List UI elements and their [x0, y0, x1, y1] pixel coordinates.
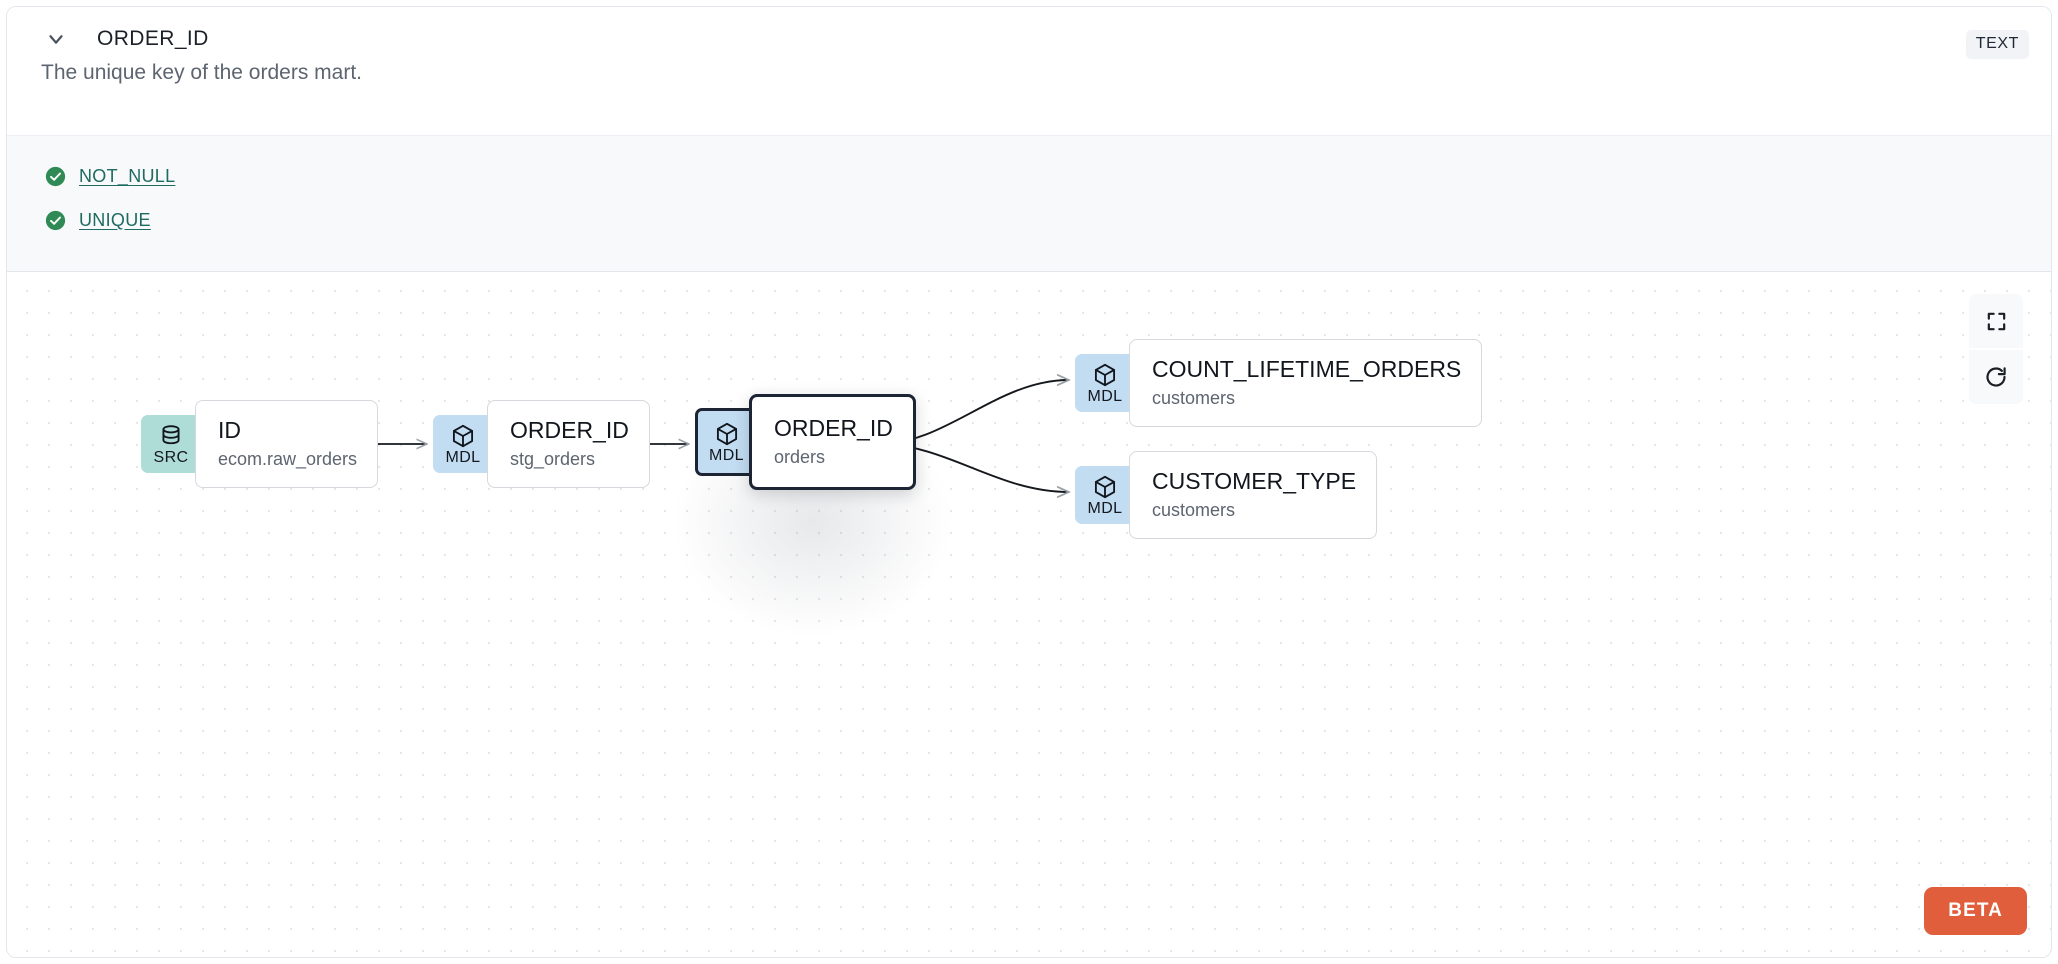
node-parent-name: stg_orders: [510, 449, 596, 470]
column-detail-card: ORDER_ID TEXT The unique key of the orde…: [6, 6, 2052, 958]
check-circle-icon: [45, 210, 66, 231]
fullscreen-icon: [1985, 310, 2008, 333]
node-column-name: ID: [218, 417, 241, 444]
cube-icon: [1092, 474, 1118, 500]
node-kind-label: MDL: [445, 448, 481, 466]
test-row: NOT_NULL: [7, 154, 2051, 198]
node-kind-label: MDL: [1087, 387, 1123, 405]
lineage-edges: [359, 272, 2051, 637]
node-kind-label: SRC: [153, 448, 189, 466]
cube-icon: [1092, 362, 1118, 388]
node-parent-name: ecom.raw_orders: [218, 449, 358, 470]
graph-controls: [1969, 294, 2023, 404]
beta-badge[interactable]: BETA: [1924, 887, 2027, 935]
fit-view-button[interactable]: [1969, 294, 2023, 348]
node-body[interactable]: ORDER_ID stg_orders: [487, 400, 650, 488]
node-body[interactable]: CUSTOMER_TYPE customers: [1129, 451, 1378, 539]
node-body[interactable]: COUNT_LIFETIME_ORDERS customers: [1129, 339, 1483, 427]
node-column-name: COUNT_LIFETIME_ORDERS: [1152, 356, 1462, 383]
node-kind-badge: MDL: [1075, 354, 1135, 412]
node-column-name: CUSTOMER_TYPE: [1152, 468, 1357, 495]
lineage-graph-canvas[interactable]: SRC ID ecom.raw_orders: [7, 272, 2051, 957]
database-icon: [158, 423, 184, 449]
lineage-node-stg-orders[interactable]: MDL ORDER_ID stg_orders: [433, 400, 650, 488]
chevron-down-icon[interactable]: [41, 24, 71, 54]
page-title: ORDER_ID: [97, 26, 209, 50]
node-kind-badge: SRC: [141, 415, 201, 473]
node-parent-name: customers: [1152, 500, 1236, 521]
lineage-node-customer-type[interactable]: MDL CUSTOMER_TYPE customers: [1075, 451, 1378, 539]
test-link-not-null[interactable]: NOT_NULL: [79, 165, 176, 186]
node-parent-name: orders: [774, 447, 826, 468]
node-column-name: ORDER_ID: [774, 415, 893, 442]
node-kind-badge: MDL: [695, 408, 755, 476]
cube-icon: [450, 423, 476, 449]
tests-section: NOT_NULL UNIQUE: [7, 135, 2051, 272]
data-type-badge: TEXT: [1965, 30, 2029, 59]
lineage-node-orders-selected[interactable]: MDL ORDER_ID orders: [695, 394, 916, 490]
node-parent-name: customers: [1152, 388, 1236, 409]
test-link-unique[interactable]: UNIQUE: [79, 209, 151, 230]
column-description: The unique key of the orders mart.: [41, 61, 362, 84]
node-kind-badge: MDL: [1075, 466, 1135, 524]
node-body[interactable]: ORDER_ID orders: [749, 394, 916, 490]
node-kind-label: MDL: [1087, 499, 1123, 517]
column-header: ORDER_ID TEXT The unique key of the orde…: [7, 7, 2051, 135]
node-column-name: ORDER_ID: [510, 417, 629, 444]
node-kind-label: MDL: [709, 446, 744, 464]
check-circle-icon: [45, 166, 66, 187]
lineage-node-src[interactable]: SRC ID ecom.raw_orders: [141, 400, 379, 488]
node-body[interactable]: ID ecom.raw_orders: [195, 400, 379, 488]
refresh-icon: [1984, 365, 2008, 389]
node-kind-badge: MDL: [433, 415, 493, 473]
lineage-node-count-lifetime-orders[interactable]: MDL COUNT_LIFETIME_ORDERS customers: [1075, 339, 1483, 427]
test-row: UNIQUE: [7, 198, 2051, 242]
cube-icon: [714, 421, 740, 447]
column-header-row: ORDER_ID: [7, 7, 2051, 50]
reset-button[interactable]: [1969, 350, 2023, 404]
